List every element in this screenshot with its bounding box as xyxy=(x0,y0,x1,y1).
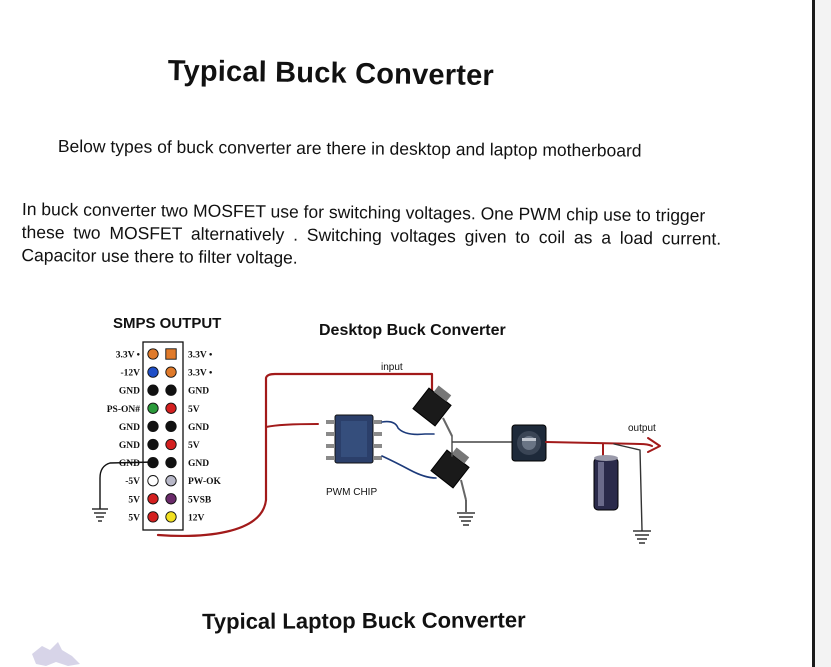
smps-pin-label-left: GND xyxy=(119,441,140,451)
smps-pin xyxy=(147,420,159,433)
smps-pin-label-left: GND xyxy=(119,423,140,433)
smps-pin xyxy=(147,438,159,451)
smps-pin-label-left: GND xyxy=(119,459,140,469)
inductor-coil xyxy=(511,424,547,462)
smps-pin-label-left: 5V xyxy=(128,495,140,505)
ground-symbol-mosfet xyxy=(457,512,475,526)
smps-pin xyxy=(147,402,159,414)
connector-ground-wire xyxy=(99,461,156,509)
smps-pin-label-right: 5VSB xyxy=(188,495,212,505)
smps-pin xyxy=(147,348,159,360)
smps-pin xyxy=(165,511,177,523)
smps-pin xyxy=(165,493,177,505)
smps-pin xyxy=(165,366,177,378)
smps-pin-label-right: GND xyxy=(188,423,209,433)
output-arrow xyxy=(647,437,661,453)
capacitor-ground-wire xyxy=(613,443,643,531)
smps-pin xyxy=(165,348,177,360)
smps-pin xyxy=(165,456,177,469)
smps-heading: SMPS OUTPUT xyxy=(113,315,221,332)
smps-pin-label-right: GND xyxy=(188,459,209,469)
output-label: output xyxy=(628,423,656,434)
smps-pin-label-left: 3.3V • xyxy=(116,351,140,361)
high-side-mosfet xyxy=(412,385,453,437)
smps-pin-label-left: -5V xyxy=(125,477,140,487)
ground-symbol-capacitor xyxy=(633,530,651,544)
smps-pin xyxy=(147,493,159,505)
smps-pin-label-right: 5V xyxy=(188,405,200,415)
atx-connector-pins: 3.3V • 3.3V • -12V 3.3V • GND GND PS-ON# 5V GND G… xyxy=(107,348,222,523)
smps-pin-label-right: GND xyxy=(188,387,209,397)
ground-symbol-left xyxy=(92,508,108,522)
smps-pin xyxy=(165,402,177,414)
low-side-mosfet xyxy=(430,447,470,501)
high-side-gate-wire xyxy=(381,420,435,436)
smps-pin-label-left: -12V xyxy=(120,369,140,379)
low-side-gate-wire xyxy=(381,455,437,479)
smps-pin-label-right: 5V xyxy=(188,441,200,451)
smps-pin-label-left: 5V xyxy=(128,513,140,523)
output-wire xyxy=(545,441,653,447)
desktop-heading: Desktop Buck Converter xyxy=(319,322,506,339)
smps-pin-label-left: GND xyxy=(119,387,140,397)
electrolytic-capacitor xyxy=(593,455,619,511)
smps-pin-label-right: 3.3V • xyxy=(188,369,212,379)
smps-pin-label-right: PW-OK xyxy=(188,477,222,487)
smps-pin xyxy=(147,366,159,378)
smps-pin xyxy=(165,420,177,433)
smps-pin xyxy=(147,511,159,523)
pwm-chip xyxy=(326,414,382,464)
smps-pin xyxy=(165,475,177,487)
smps-pin-label-right: 12V xyxy=(188,513,205,523)
input-label: input xyxy=(381,362,403,373)
smps-pin xyxy=(165,438,177,451)
smps-pin xyxy=(165,384,177,396)
scan-smudge xyxy=(32,642,80,666)
scan-margin xyxy=(815,0,831,667)
pwm-chip-label: PWM CHIP xyxy=(326,487,377,498)
smps-pin xyxy=(147,384,159,396)
smps-pin-label-right: 3.3V • xyxy=(188,351,212,361)
input-wire xyxy=(156,372,434,537)
smps-pin-label-left: PS-ON# xyxy=(107,405,141,415)
smps-pin xyxy=(147,475,159,487)
pwm-supply-wire xyxy=(265,423,319,431)
scan-page-edge xyxy=(812,0,815,667)
